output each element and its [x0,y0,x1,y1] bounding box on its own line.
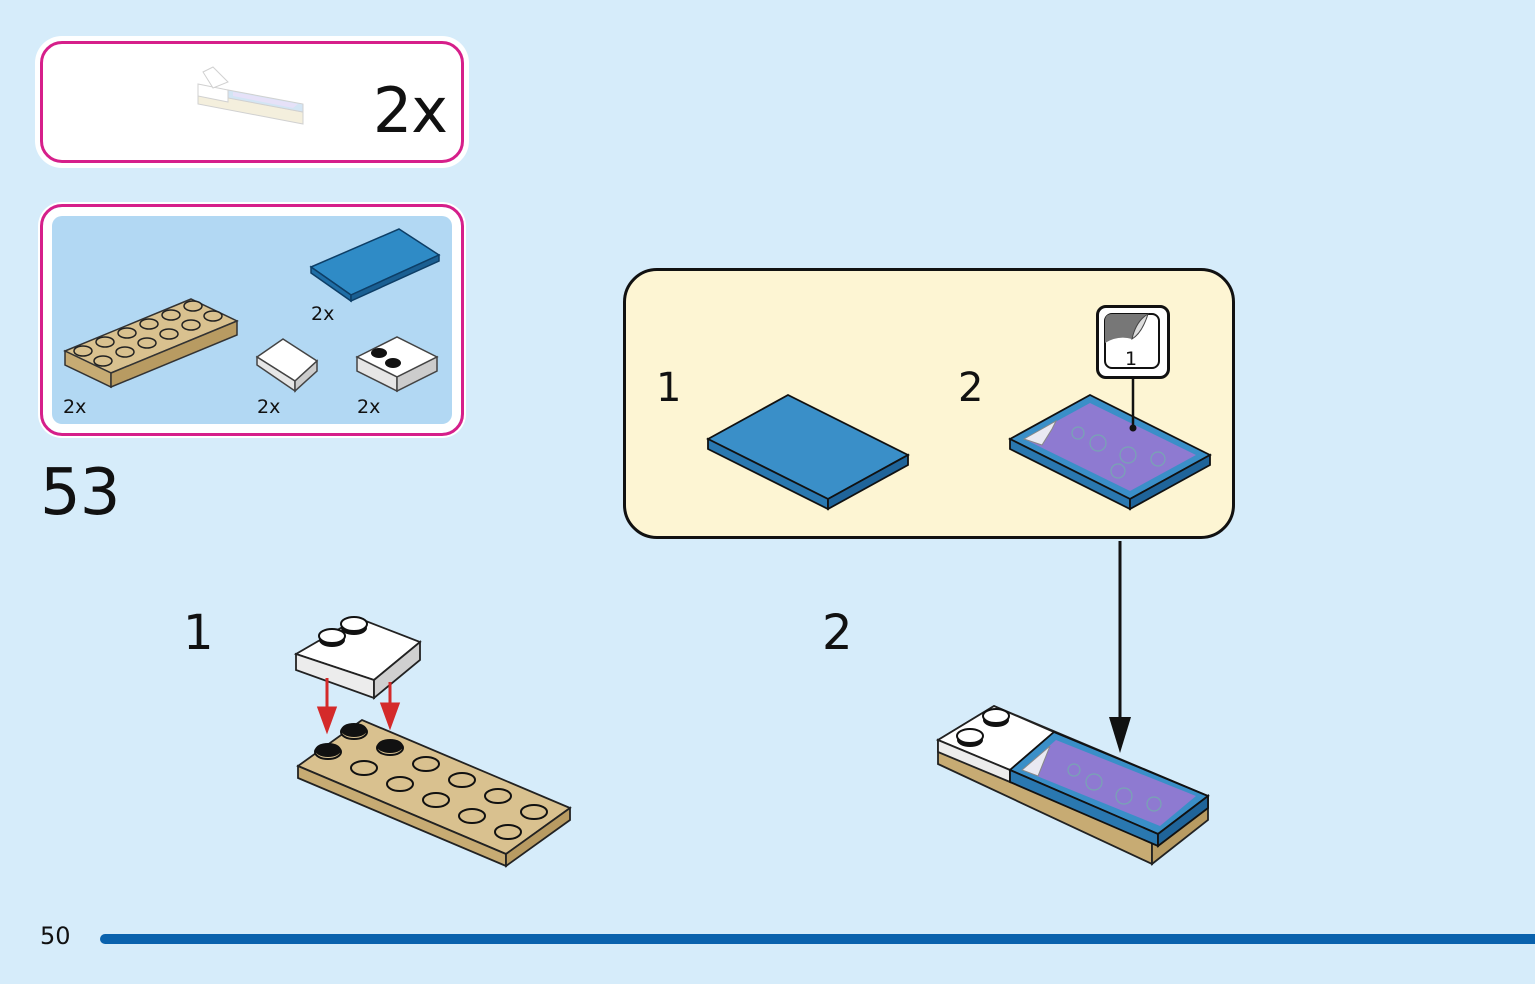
submodel-preview-icon [197,66,304,125]
parts-qty: 2x [63,396,87,418]
sub-assembly-callout: 1 2 1 [623,268,1235,539]
parts-list-box: 2x 2x 2x 2x [40,204,464,436]
callout-substep-2: 2 [958,365,984,411]
parts-qty: 2x [311,303,335,325]
placement-arrow [1109,541,1131,753]
submodel-multiplier-box: 2x [40,41,464,163]
sticker-leader-line [1129,376,1137,432]
white-jumper-part [355,336,439,393]
footer-bar [100,934,1535,944]
main-substep-2: 2 [822,605,853,661]
substep-1-illustration [293,616,572,868]
sticker-peel-icon [1104,312,1160,369]
stickered-tile-piece [1008,393,1212,511]
substep-2-illustration [936,704,1210,866]
page-number: 50 [40,922,71,950]
blue-tile-part [309,228,441,303]
step-number: 53 [40,456,120,530]
sticker-number: 1 [1125,348,1138,370]
submodel-multiplier: 2x [372,74,448,147]
parts-qty: 2x [357,396,381,418]
white-slope-part [255,338,319,393]
main-substep-1: 1 [183,605,214,661]
parts-qty: 2x [257,396,281,418]
tan-plate-part [63,298,239,389]
sticker-indicator: 1 [1096,305,1170,379]
callout-substep-1: 1 [656,365,682,411]
blue-tile-piece [706,393,910,511]
